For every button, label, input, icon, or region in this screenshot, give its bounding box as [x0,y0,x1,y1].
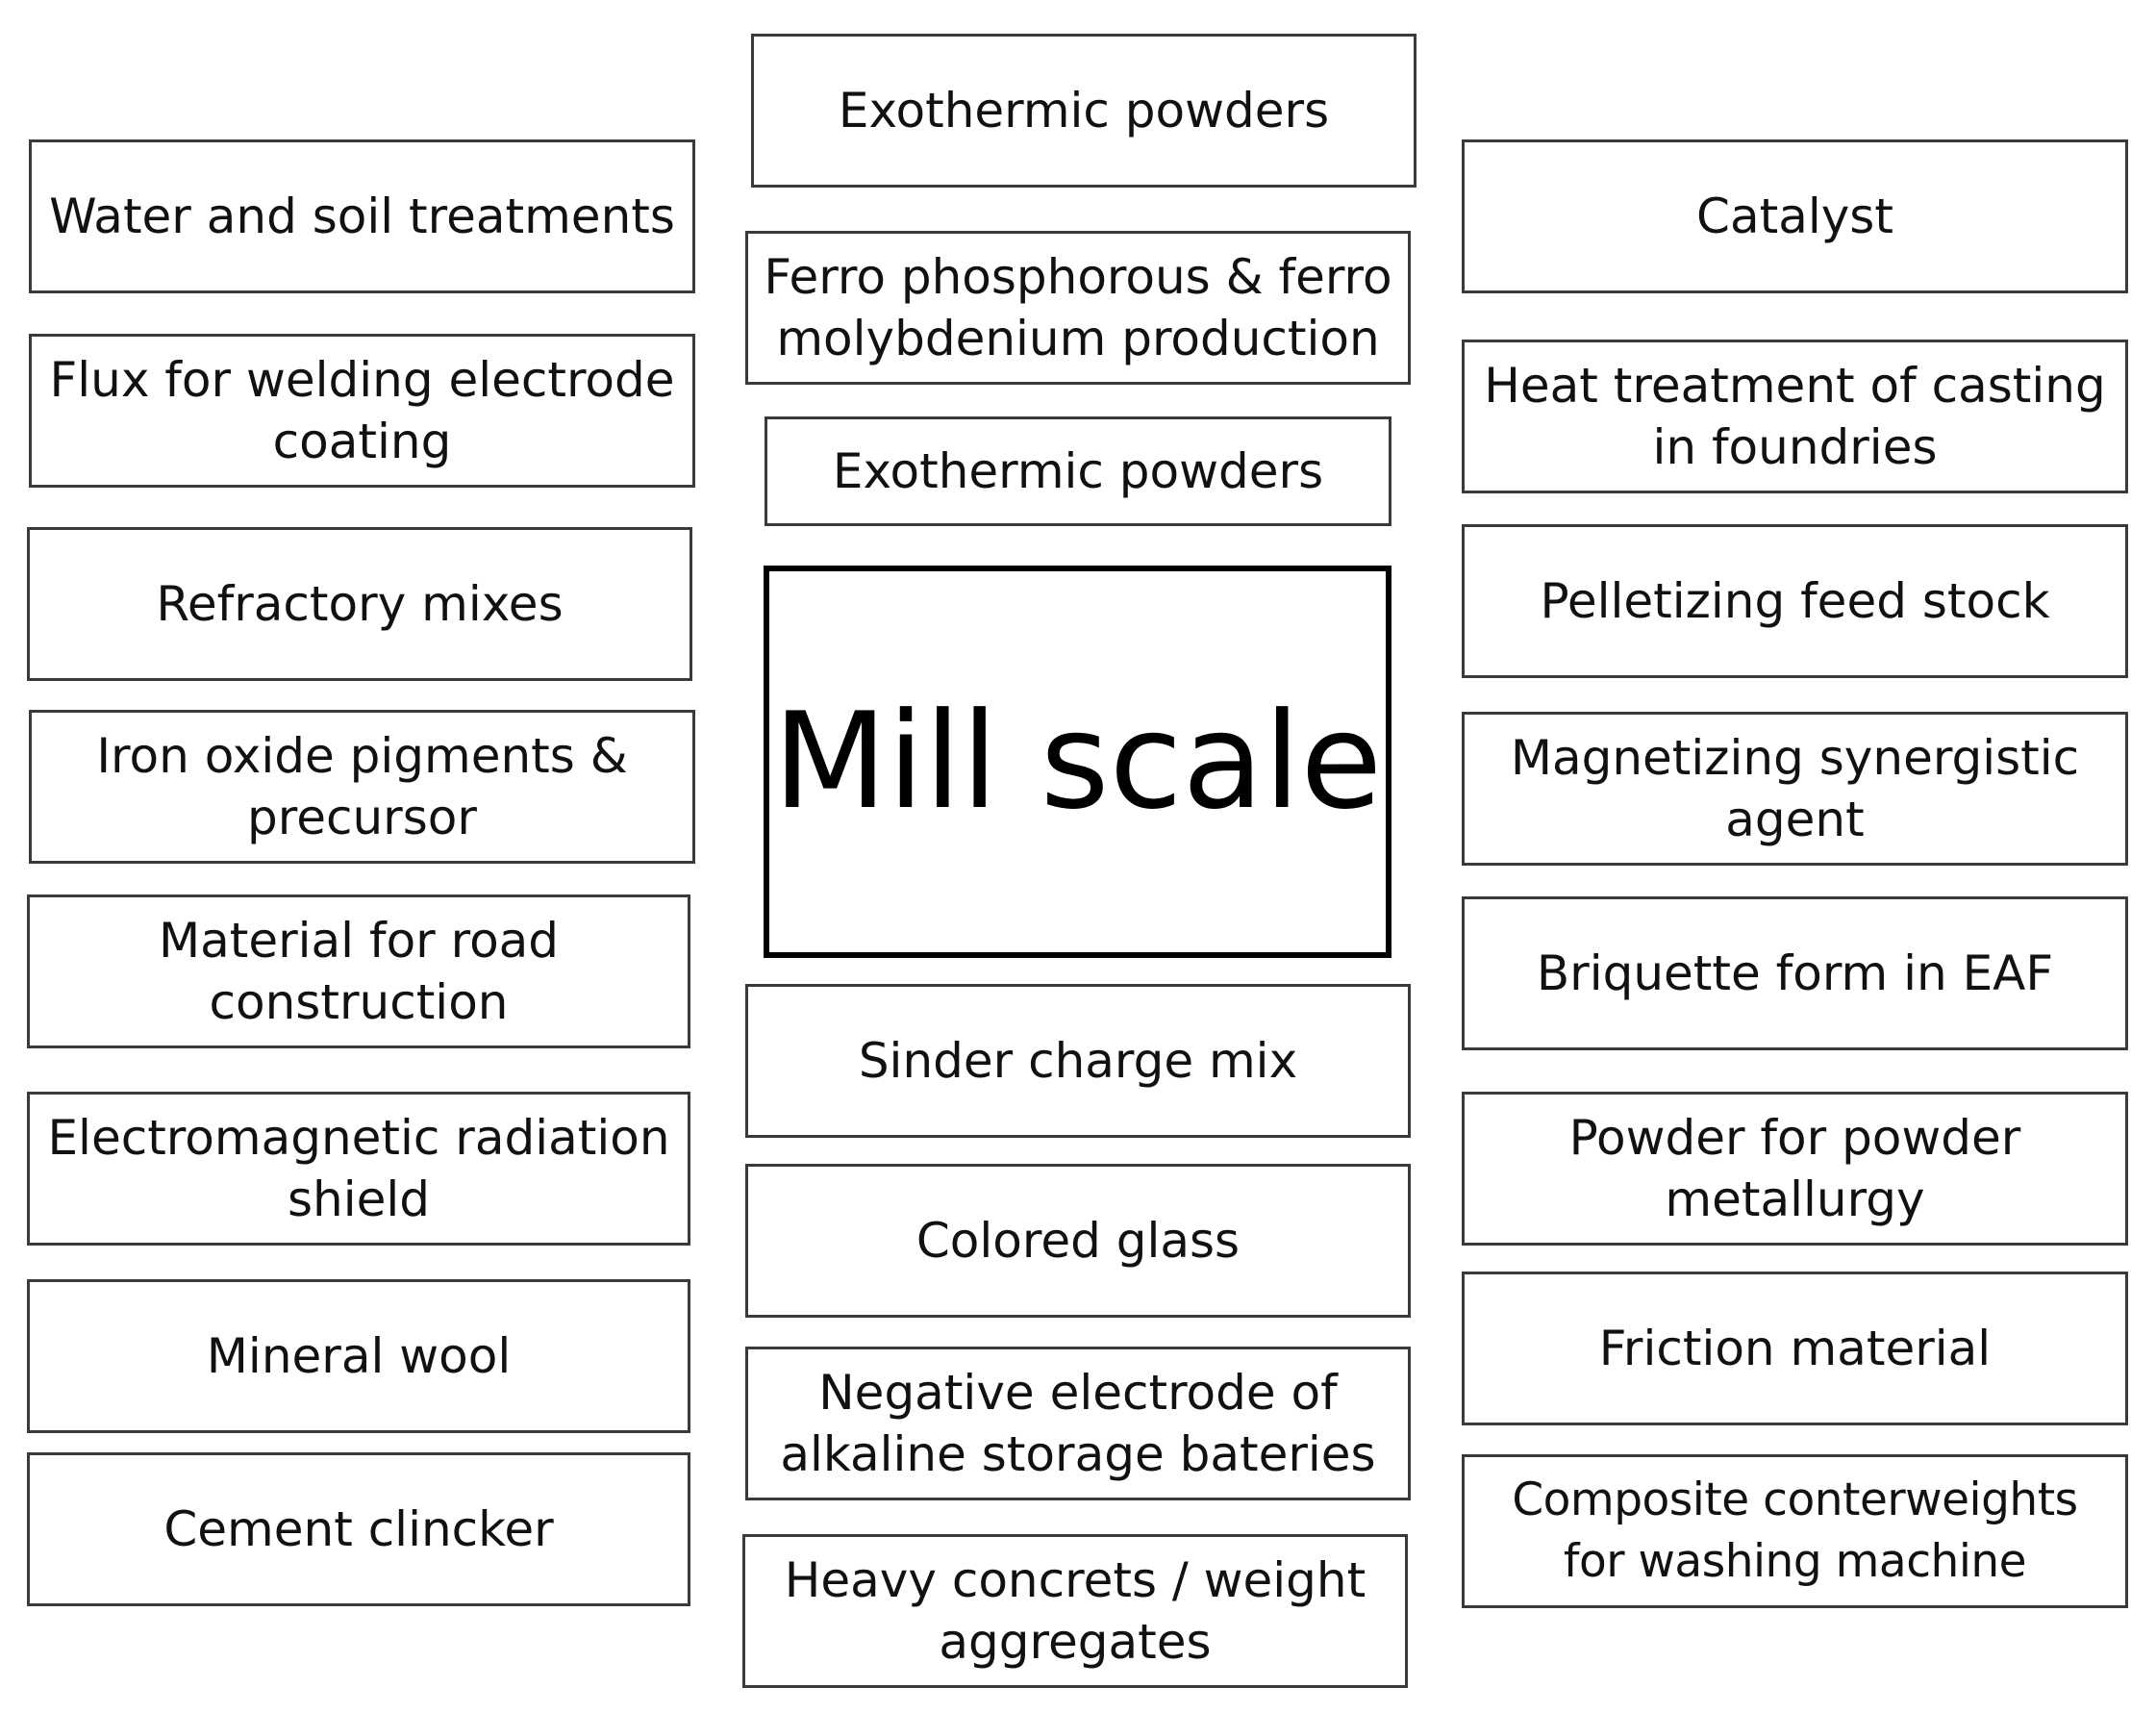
use-box-ferro-phosphorous: Ferro phosphorous & ferro molybdenium pr… [745,231,1411,385]
use-label: Exothermic powders [838,83,1330,139]
center-label: Mill scale [772,684,1383,839]
use-label: Iron oxide pigments & precursor [96,728,628,845]
use-box-composite-counterweights: Composite conterweights for washing mach… [1462,1454,2128,1608]
use-box-exothermic-powders-top: Exothermic powders [751,34,1416,188]
use-box-colored-glass: Colored glass [745,1164,1411,1318]
use-label: Flux for welding electrode coating [49,352,675,469]
use-label: Ferro phosphorous & ferro molybdenium pr… [764,249,1392,366]
use-label: Heavy concrets / weight aggregates [784,1552,1366,1670]
use-box-water-soil-treatments: Water and soil treatments [29,139,695,293]
use-label: Magnetizing synergistic agent [1510,730,2080,847]
use-box-pelletizing-feed-stock: Pelletizing feed stock [1462,524,2128,678]
use-label: Sinder charge mix [858,1033,1298,1089]
use-box-refractory-mixes: Refractory mixes [27,527,692,681]
use-box-mineral-wool: Mineral wool [27,1279,690,1433]
use-label: Heat treatment of casting in foundries [1484,358,2106,475]
use-box-welding-flux: Flux for welding electrode coating [29,334,695,488]
use-box-heavy-concrets: Heavy concrets / weight aggregates [742,1534,1408,1688]
use-box-magnetizing-agent: Magnetizing synergistic agent [1462,712,2128,866]
use-box-powder-metallurgy: Powder for powder metallurgy [1462,1092,2128,1246]
use-label: Negative electrode of alkaline storage b… [780,1365,1376,1482]
use-box-cement-clincker: Cement clincker [27,1452,690,1606]
use-label: Exothermic powders [832,443,1324,499]
use-label: Mineral wool [206,1328,512,1384]
use-label: Briquette form in EAF [1536,945,2054,1001]
center-node-mill-scale: Mill scale [764,566,1391,958]
use-label: Material for road construction [158,913,560,1030]
use-box-friction-material: Friction material [1462,1272,2128,1425]
use-label: Water and soil treatments [49,189,675,244]
use-label: Colored glass [915,1213,1241,1269]
use-label: Electromagnetic radiation shield [47,1110,670,1227]
use-box-em-radiation-shield: Electromagnetic radiation shield [27,1092,690,1246]
use-label: Refractory mixes [156,576,564,632]
use-box-sinder-charge-mix: Sinder charge mix [745,984,1411,1138]
use-label: Catalyst [1696,189,1893,244]
use-box-heat-treatment-casting: Heat treatment of casting in foundries [1462,340,2128,493]
use-label: Friction material [1598,1321,1992,1376]
use-box-catalyst: Catalyst [1462,139,2128,293]
use-label: Cement clincker [163,1501,554,1557]
use-box-road-construction: Material for road construction [27,894,690,1048]
use-box-negative-electrode: Negative electrode of alkaline storage b… [745,1347,1411,1500]
use-label: Pelletizing feed stock [1540,573,2050,629]
use-box-briquette-eaf: Briquette form in EAF [1462,896,2128,1050]
use-label: Powder for powder metallurgy [1568,1110,2021,1227]
use-label: Composite conterweights for washing mach… [1512,1474,2078,1588]
use-box-iron-oxide-pigments: Iron oxide pigments & precursor [29,710,695,864]
use-box-exothermic-powders-second: Exothermic powders [765,416,1391,526]
